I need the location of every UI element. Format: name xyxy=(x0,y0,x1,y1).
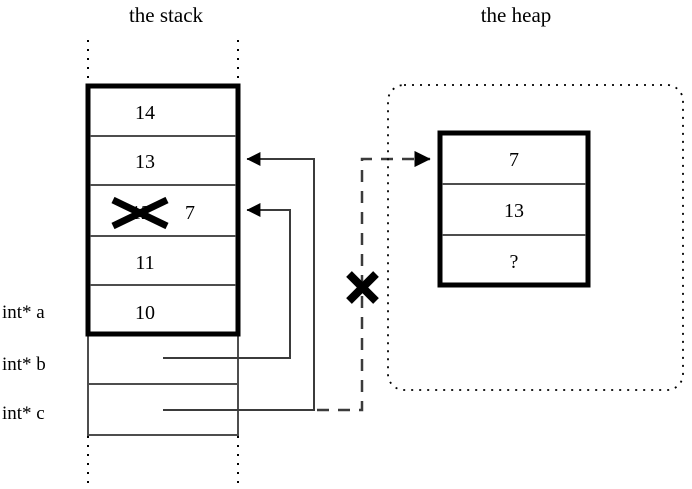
stack-title: the stack xyxy=(129,3,204,27)
pointer-b-to-stack-cell xyxy=(163,203,291,359)
stack-variable-label-a: int* a xyxy=(2,302,45,323)
heap-cell-value-1: 13 xyxy=(504,200,524,222)
stack-cell-newvalue-2: 7 xyxy=(185,202,195,224)
heap-block-box xyxy=(437,130,591,288)
heap-title: the heap xyxy=(481,3,552,27)
stack-variable-label-b: int* b xyxy=(2,354,46,375)
stack-cell-value-4: 10 xyxy=(135,302,155,324)
stack-values-box xyxy=(85,83,241,337)
pointer-c-to-stack-cell xyxy=(163,152,315,411)
heap-cell-value-2: ? xyxy=(510,251,519,273)
x-cross-mark xyxy=(346,271,379,304)
x-strikeout-mark xyxy=(111,196,169,230)
stack-cell-value-1: 13 xyxy=(135,151,155,173)
stack-cell-value-0: 14 xyxy=(135,102,155,124)
stale-pointer-to-heap xyxy=(317,150,431,412)
stack-cell-value-3: 11 xyxy=(135,252,154,274)
heap-region-boundary xyxy=(387,84,684,391)
stack-variable-label-c: int* c xyxy=(2,403,45,424)
heap-cell-value-0: 7 xyxy=(509,149,519,171)
